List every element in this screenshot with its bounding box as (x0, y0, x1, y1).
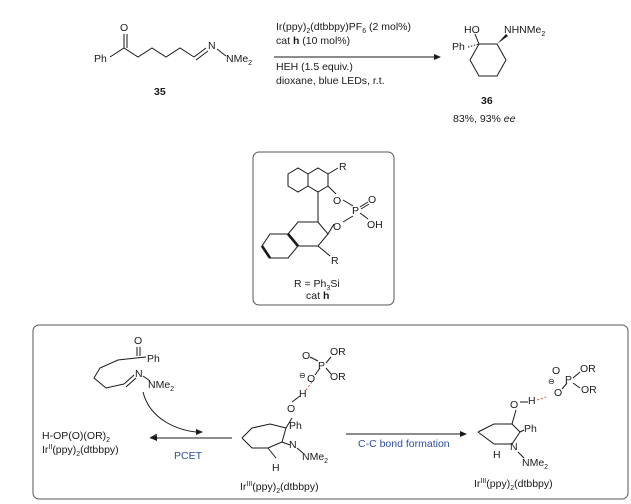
mechanism-substrate: O Ph N NMe2 (93, 335, 174, 393)
pcet-label: PCET (174, 450, 203, 462)
mech-ph-label: Ph (147, 353, 160, 365)
or2-mid-label: OR (330, 371, 346, 383)
minus-mid-label: ⊖ (299, 371, 306, 380)
r-top-label: R (339, 161, 347, 173)
or2-right-label: OR (581, 384, 597, 396)
compound-35-structure: Ph O N NMe2 (94, 22, 252, 67)
po-right-label: O (552, 365, 560, 377)
catalyst-box (252, 151, 395, 306)
compound-36-structure: HO Ph NHNMe2 (452, 24, 545, 77)
o-top-label: O (333, 195, 341, 207)
or1-right-label: OR (580, 363, 596, 375)
r-bottom-label: R (331, 255, 339, 267)
o-mid-label: O (287, 403, 295, 415)
hydrazone-n-label: N (208, 40, 216, 52)
h-right-label: H (528, 395, 536, 407)
condition-line-3: HEH (1.5 equiv.) (276, 61, 353, 73)
mech-o-label: O (134, 335, 142, 347)
p-label: P (352, 205, 359, 217)
condition-line-1: Ir(ppy)2(dtbbpy)PF6 (2 mol%) (276, 21, 411, 35)
conditions: Ir(ppy)2(dtbbpy)PF6 (2 mol%) cat h (10 m… (276, 21, 411, 87)
h-op-label: H-OP(O)(OR)2 (42, 430, 110, 444)
or1-mid-label: OR (330, 346, 346, 358)
o-right-label: O (510, 399, 518, 411)
ph-36-label: Ph (452, 41, 465, 53)
ph-label: Ph (94, 53, 107, 65)
condition-line-2: cat h (10 mol%) (276, 35, 350, 47)
h-right-2-label: H (493, 449, 501, 461)
ir2-left-label: IrII(ppy)2(dtbbpy) (42, 444, 119, 458)
po-label: O (368, 194, 376, 206)
curved-arrow (142, 391, 197, 433)
minus-right-label: ⊖ (548, 377, 555, 386)
mechanism-intermediate: Ph N NMe2 H O H ⊖ O P O OR OR (241, 346, 346, 474)
h-mid-label: H (272, 462, 280, 474)
o-minus-mid-label: O (307, 373, 315, 385)
compound-35-number: 35 (154, 86, 166, 98)
yield-ee: 83%, 93% ee (453, 113, 516, 125)
p-mid-label: P (318, 360, 325, 372)
nme2-right-label: NMe2 (522, 457, 548, 471)
oh-label: OH (367, 219, 383, 231)
ir3-right-label: IrIII(ppy)2(dtbbpy) (474, 478, 553, 492)
compound-36-number: 36 (481, 95, 493, 107)
nme2-label: NMe2 (226, 53, 252, 67)
carbonyl-o-label: O (120, 22, 128, 34)
n-right-label: N (510, 441, 518, 453)
mechanism-product: O H ⊖ O P O OR OR Ph N H NMe2 (477, 363, 597, 471)
n-mid-label: N (289, 439, 297, 451)
catalyst-structure: R O P O OH O R (260, 161, 383, 267)
condition-line-4: dioxane, blue LEDs, r.t. (276, 75, 385, 87)
ir3-mid-label: IrIII(ppy)2(dtbbpy) (240, 481, 319, 495)
cat-h-label: cat h (306, 290, 329, 302)
ph-right-label: Ph (524, 423, 537, 435)
nhnme2-label: NHNMe2 (504, 24, 545, 38)
nme2-mid-label: NMe2 (302, 451, 328, 465)
p-right-label: P (565, 374, 572, 386)
h-bond-h-label: H (299, 388, 307, 400)
ho-label: HO (464, 24, 480, 36)
mech-nme2-label: NMe2 (148, 379, 174, 393)
o-minus-right-label: O (554, 387, 562, 399)
mechanism-box (32, 324, 629, 500)
mech-n-label: N (135, 368, 143, 380)
po-mid-label: O (302, 350, 310, 362)
ph-mid-label: Ph (289, 420, 302, 432)
o-bottom-label: O (333, 221, 341, 233)
cc-bond-label: C-C bond formation (358, 438, 450, 450)
